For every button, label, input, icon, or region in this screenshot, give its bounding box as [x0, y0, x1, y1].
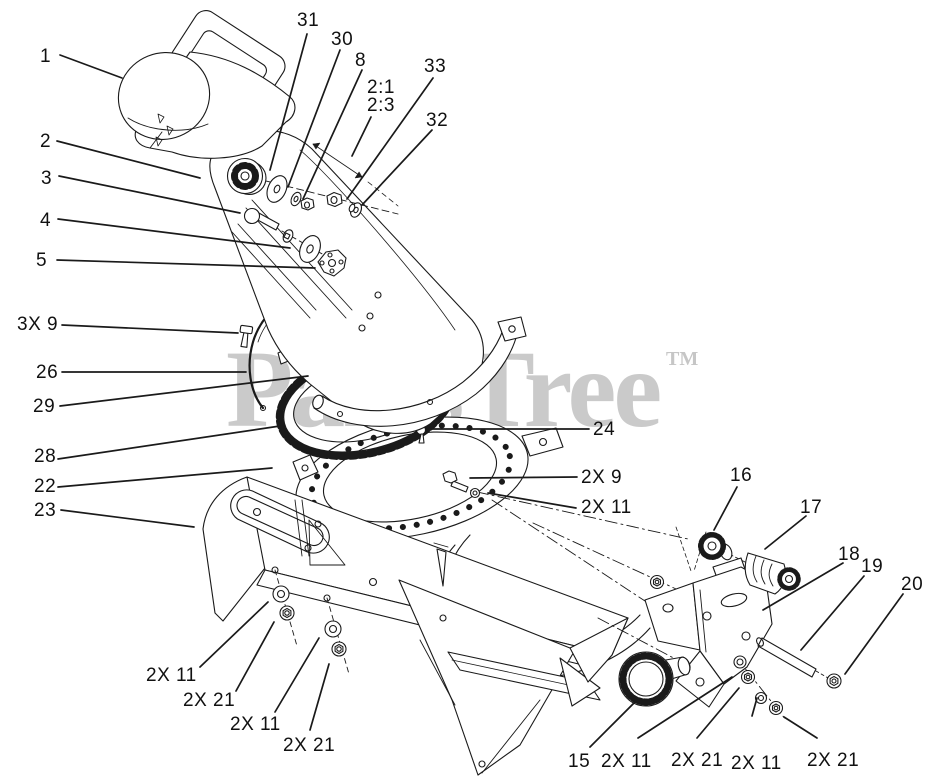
part-callout: 22 [34, 476, 57, 497]
leader-line [713, 486, 738, 531]
part-callout: 15 [568, 751, 591, 772]
leader-line [762, 562, 844, 611]
part-callout: 19 [861, 556, 884, 577]
part-callout: 8 [355, 50, 367, 71]
leader-line [751, 697, 758, 717]
gearbox-assembly-drawing [618, 532, 842, 716]
part-callout: 1 [40, 46, 52, 67]
part-callout: 28 [34, 446, 57, 467]
part-callout: 5 [36, 250, 48, 271]
part-callout: 31 [297, 10, 320, 31]
part-callout: 32 [426, 110, 449, 131]
leader-line [800, 575, 865, 651]
part-callout: 3 [41, 168, 53, 189]
part-callout: 2X 11 [146, 665, 197, 686]
part-callout: 29 [33, 396, 56, 417]
part-callout: 2X 21 [283, 735, 336, 756]
leader-line [57, 425, 281, 460]
part-callout: 16 [730, 465, 753, 486]
retainer-strap-drawing [312, 316, 527, 427]
leader-line [59, 54, 123, 79]
part-callout: 4 [40, 210, 52, 231]
plate-bolt-hardware [442, 470, 481, 499]
screw-3x9-drawing [239, 324, 254, 348]
leader-line [199, 601, 269, 668]
leader-line [269, 33, 308, 171]
part-callout: 33 [424, 56, 447, 77]
part-callout: 2X 11 [601, 751, 652, 772]
housing-drawing [202, 476, 651, 776]
leader-line [346, 77, 434, 200]
leader-line [60, 509, 195, 528]
part-callout: 2X 21 [183, 690, 236, 711]
part-callout: 2X 21 [807, 750, 860, 771]
ring-plate-drawing [292, 416, 564, 540]
leader-line [57, 467, 273, 488]
leader-line [589, 699, 638, 748]
part-callout: 23 [34, 500, 57, 521]
leader-line [235, 621, 275, 692]
part-callout: 2X 11 [581, 497, 632, 518]
leader-line [783, 716, 818, 739]
part-callout: 2X 9 [581, 467, 623, 488]
part-callout: 2 [40, 131, 52, 152]
leader-line [844, 593, 904, 675]
watermark-tm: TM [666, 348, 699, 370]
part-callout: 18 [838, 544, 861, 565]
part-callout: 2X 11 [731, 753, 782, 774]
bottom-washer-nut-hardware [272, 585, 347, 657]
leader-line [637, 676, 733, 739]
chute-pivot-disc-drawing [226, 157, 267, 196]
part-callout: 17 [800, 497, 823, 518]
part-callout: 24 [593, 419, 616, 440]
leader-line [56, 259, 316, 269]
part-callout: 26 [36, 362, 59, 383]
leader-line [469, 476, 578, 479]
leader-line [59, 375, 309, 407]
leader-line [361, 129, 433, 206]
part-callout: 3X 9 [17, 314, 59, 335]
leader-line [287, 49, 341, 188]
deflector-drawing [117, 51, 296, 159]
leader-line [351, 116, 372, 157]
leader-line [487, 492, 577, 509]
leader-line [302, 69, 363, 200]
leader-line [57, 218, 291, 249]
leader-line [764, 515, 807, 550]
leader-line [696, 687, 740, 739]
leader-line [56, 140, 201, 179]
part-callout: 2X 21 [671, 750, 724, 771]
part-callout: 2:1 [367, 77, 395, 98]
part-callout: 20 [901, 574, 924, 595]
leader-line [61, 324, 239, 334]
leader-line [274, 637, 320, 713]
pivot-washer-nut-hardware [266, 175, 363, 218]
part-callout: 2:3 [367, 95, 395, 116]
bolt-washer-hardware [243, 207, 347, 277]
leader-line [58, 175, 241, 214]
part-callout: 2X 11 [230, 714, 281, 735]
part-callout: 30 [331, 29, 354, 50]
leader-line [309, 663, 330, 731]
leader-lines [56, 33, 904, 748]
